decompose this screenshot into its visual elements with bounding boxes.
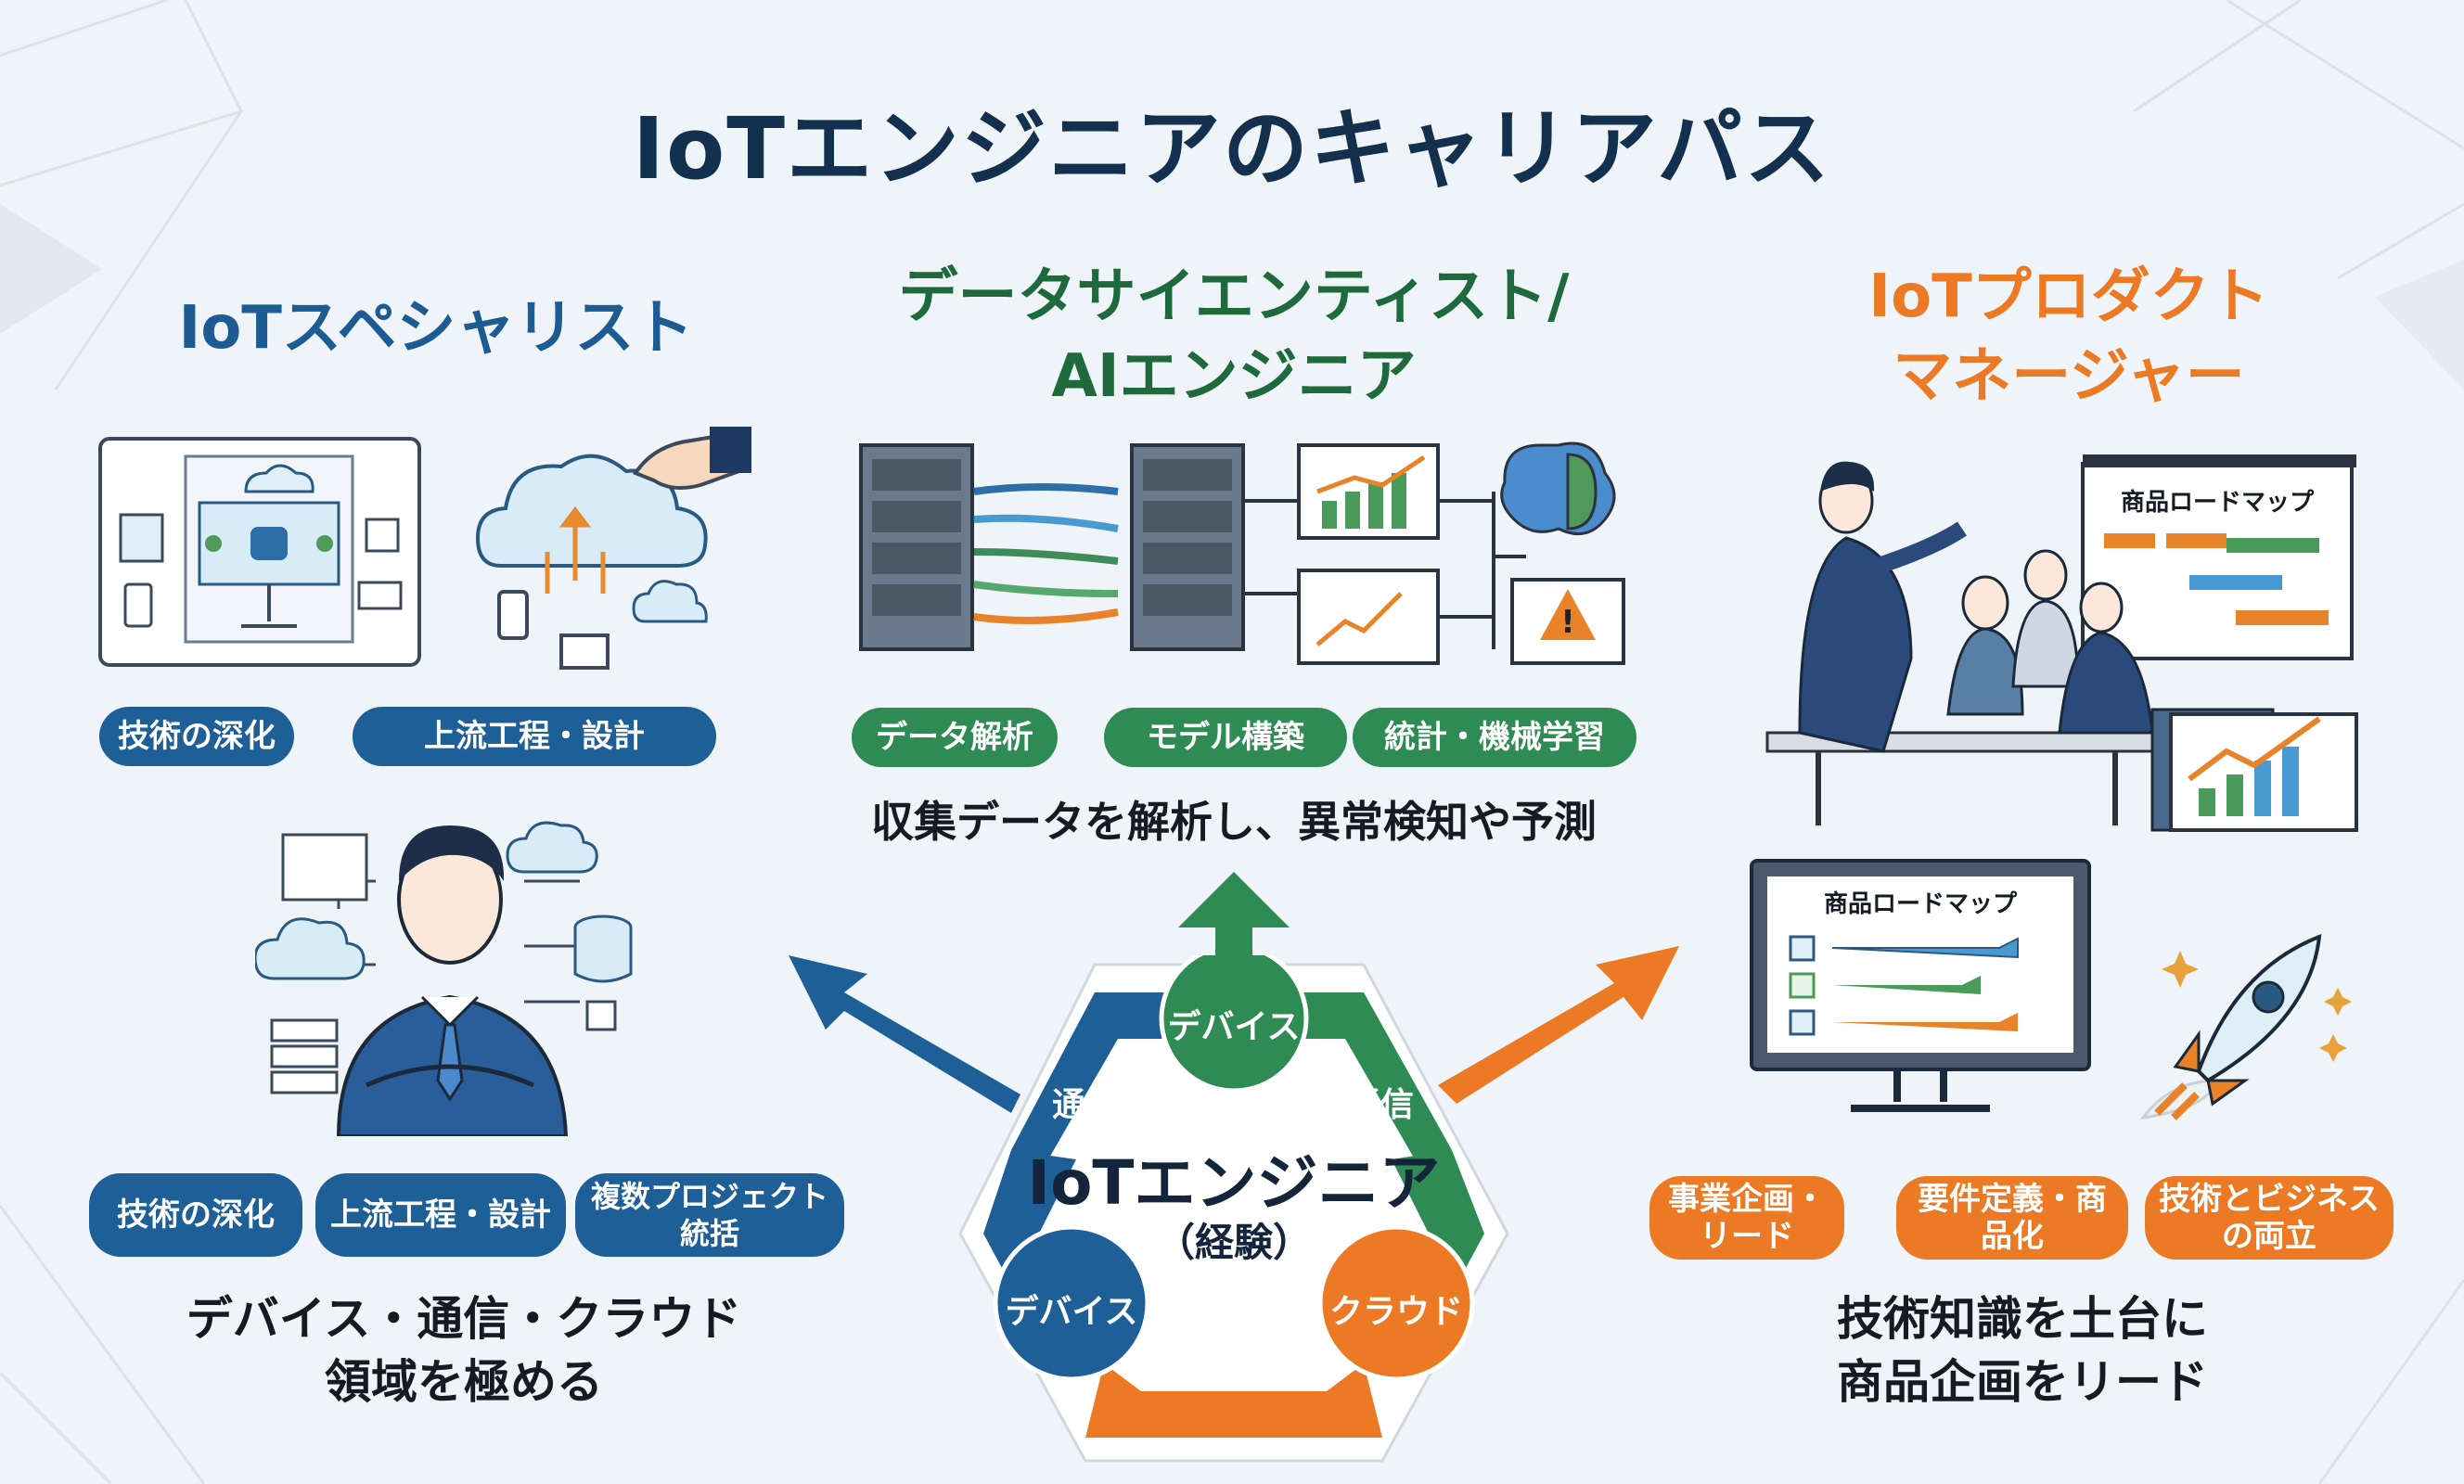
roadmap-screen-title: 商品ロードマップ	[1824, 889, 2018, 918]
top-node-label: デバイス	[1167, 1008, 1301, 1046]
middle-tag-2: モデル構築	[1104, 708, 1347, 767]
specialist-person-icon	[255, 821, 633, 1136]
middle-heading-line2: AIエンジニア	[1051, 342, 1417, 411]
middle-desc: 収集データを解析し、異常検知や予測	[871, 797, 1597, 847]
right-tag-1: 事業企画・リード	[1649, 1176, 1844, 1260]
right-heading-line2: マネージャー	[1893, 342, 2245, 411]
left-tag-1: 技術の深化	[99, 707, 294, 766]
cloud-hand-icon	[475, 427, 751, 670]
middle-tag-1: データ解析	[852, 708, 1058, 767]
middle-heading-line1: データサイエンティスト/	[898, 262, 1570, 331]
center-subtitle: （経験）	[1155, 1220, 1312, 1265]
left-desc-line1: デバイス・通信・クラウド	[186, 1292, 742, 1346]
bottom-node-label: ネットワーク	[1133, 1358, 1334, 1396]
roadmap-board-title: 商品ロードマップ	[2121, 488, 2315, 517]
system-diagram-icon	[98, 437, 421, 667]
left-heading: IoTスペシャリスト	[178, 294, 694, 363]
left-tag-2: 上流工程・設計	[353, 707, 716, 766]
meeting-scene-icon: 商品ロードマップ	[1765, 454, 2358, 832]
right-node-label: クラウド	[1328, 1293, 1463, 1331]
right-desc-line2: 商品企画をリード	[1837, 1355, 2208, 1409]
center-title: IoTエンジニア	[1027, 1147, 1441, 1219]
left-desc-line2: 領域を極める	[325, 1355, 603, 1409]
left-tag-3: 技術の深化	[89, 1173, 302, 1257]
right-edge-label: 通信	[1346, 1086, 1414, 1124]
middle-tag-3: 統計・機械学習	[1353, 708, 1636, 767]
data-pipeline-icon: !	[859, 441, 1625, 665]
right-tag-2: 要件定義・商品化	[1896, 1176, 2128, 1260]
right-tag-3: 技術とビジネスの両立	[2145, 1176, 2393, 1260]
right-desc-line1: 技術知識を土台に	[1837, 1292, 2208, 1346]
left-edge-label: 通信	[1051, 1086, 1119, 1124]
left-tag-4: 上流工程・設計	[315, 1173, 566, 1257]
career-arrows	[789, 872, 1679, 1113]
right-heading-line1: IoTプロダクト	[1868, 262, 2269, 331]
left-tag-5: 複数プロジェクト統括	[575, 1173, 844, 1257]
rocket-icon	[2139, 933, 2352, 1120]
left-node-label: デバイス	[1005, 1293, 1138, 1331]
roadmap-monitor-icon: 商品ロードマップ	[1750, 859, 2091, 1112]
page-title: IoTエンジニアのキャリアパス	[632, 99, 1832, 198]
svg-text:!: !	[1560, 604, 1575, 641]
iot-engineer-hexagon	[958, 955, 1509, 1463]
